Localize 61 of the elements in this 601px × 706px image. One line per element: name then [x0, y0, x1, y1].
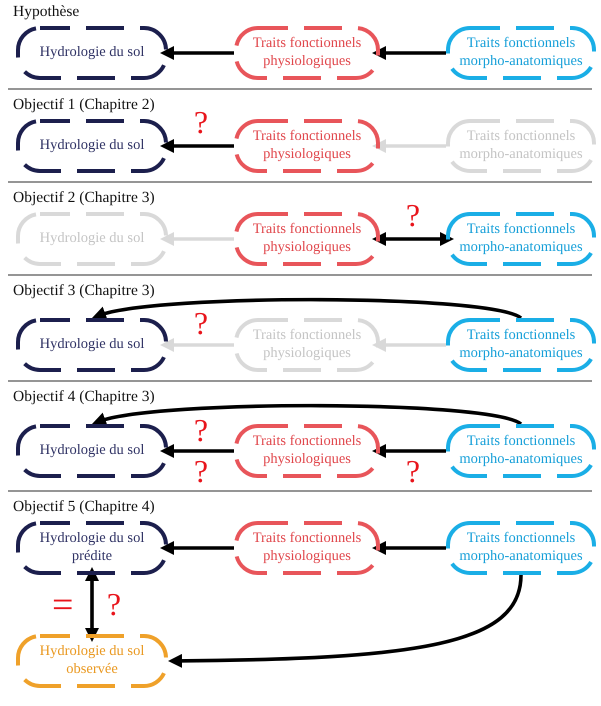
arrow: [160, 541, 234, 555]
dashed-rounded-box: [446, 424, 596, 478]
node-label: Traits fonctionnels physiologiques: [252, 327, 362, 363]
node-label: Traits fonctionnels physiologiques: [252, 128, 362, 164]
node-label: Traits fonctionnels morpho-anatomiques: [458, 128, 584, 164]
arrow: [372, 46, 446, 60]
dashed-rounded-box: [446, 318, 596, 372]
arrow: [372, 541, 446, 555]
node-label: Traits fonctionnels physiologiques: [252, 221, 362, 257]
equals-sign: =: [52, 586, 74, 624]
dashed-rounded-box: [16, 634, 168, 688]
dashed-rounded-box: [446, 521, 596, 575]
arrow: [372, 444, 446, 458]
node-label: Traits fonctionnels physiologiques: [252, 433, 362, 469]
dashed-rounded-box: [446, 212, 596, 266]
node-label: Hydrologie du sol observée: [38, 643, 146, 679]
node-label: Traits fonctionnels morpho-anatomiques: [458, 327, 584, 363]
dashed-rounded-box: [446, 119, 596, 173]
section-heading: Hypothèse: [13, 3, 80, 21]
curved-arrow: [92, 298, 522, 321]
node-label: Traits fonctionnels morpho-anatomiques: [458, 35, 584, 71]
dashed-rounded-box: [234, 318, 380, 372]
section-heading: Objectif 1 (Chapitre 2): [13, 96, 155, 114]
double-headed-arrow: [85, 567, 99, 642]
arrow: [160, 338, 234, 352]
dashed-rounded-box: [16, 119, 168, 173]
node-label: Hydrologie du sol: [40, 442, 144, 460]
node-label: Traits fonctionnels physiologiques: [252, 35, 362, 71]
node-label: Traits fonctionnels morpho-anatomiques: [458, 221, 584, 257]
dashed-rounded-box: [234, 424, 380, 478]
dashed-rounded-box: [16, 521, 168, 575]
section-heading: Objectif 3 (Chapitre 3): [13, 282, 155, 300]
section-heading: Objectif 5 (Chapitre 4): [13, 498, 155, 516]
node-label: Traits fonctionnels morpho-anatomiques: [458, 433, 584, 469]
section-heading: Objectif 4 (Chapitre 3): [13, 388, 155, 406]
curved-arrow: [92, 404, 522, 427]
node-label: Hydrologie du sol: [40, 44, 144, 62]
node-label: Hydrologie du sol: [40, 137, 144, 155]
arrow: [372, 338, 446, 352]
node-label: Hydrologie du sol prédite: [38, 530, 146, 566]
section-heading: Objectif 2 (Chapitre 3): [13, 189, 155, 207]
dashed-rounded-box: [16, 26, 168, 80]
dashed-rounded-box: [16, 212, 168, 266]
dashed-rounded-box: [234, 521, 380, 575]
node-label: Hydrologie du sol: [40, 336, 144, 354]
dashed-rounded-box: [16, 424, 168, 478]
arrow: [160, 139, 234, 153]
dashed-rounded-box: [16, 318, 168, 372]
dashed-rounded-box: [234, 119, 380, 173]
dashed-rounded-box: [234, 26, 380, 80]
node-label: Hydrologie du sol: [40, 230, 144, 248]
dashed-rounded-box: [446, 26, 596, 80]
arrow: [160, 232, 234, 246]
arrow: [372, 139, 446, 153]
curved-arrow: [168, 574, 523, 668]
node-label: Traits fonctionnels morpho-anatomiques: [458, 530, 584, 566]
node-label: Traits fonctionnels physiologiques: [252, 530, 362, 566]
arrow: [160, 444, 234, 458]
arrow: [160, 46, 234, 60]
double-headed-arrow: [372, 232, 454, 246]
dashed-rounded-box: [234, 212, 380, 266]
